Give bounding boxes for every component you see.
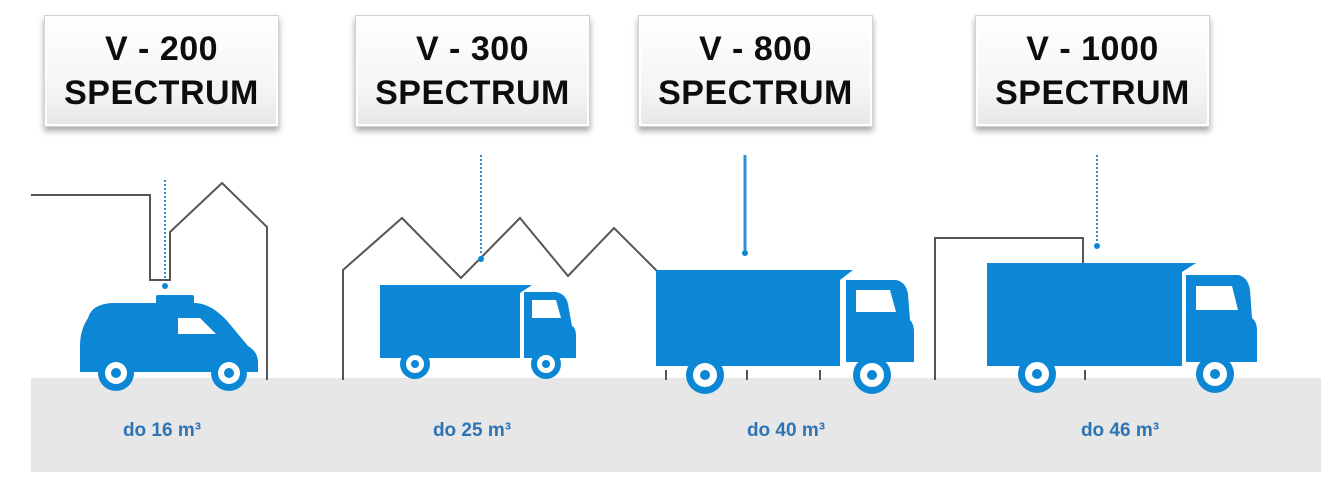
model-subtitle: SPECTRUM <box>64 74 259 112</box>
ground-strip <box>31 378 1321 472</box>
model-subtitle: SPECTRUM <box>995 74 1190 112</box>
building-outline-2 <box>342 216 663 380</box>
model-name: V - 1000 <box>1026 30 1159 68</box>
model-subtitle: SPECTRUM <box>375 74 570 112</box>
capacity-label-v800: do 40 m³ <box>746 420 826 441</box>
model-name: V - 200 <box>104 30 219 68</box>
model-label-v800: V - 800 SPECTRUM <box>638 15 873 127</box>
sensor-dots <box>162 243 1100 289</box>
model-label-v300: V - 300 SPECTRUM <box>355 15 590 127</box>
sensor-lines <box>164 155 1098 278</box>
sensor-dot-3 <box>742 250 748 256</box>
capacity-label-v300: do 25 m³ <box>432 420 512 441</box>
sensor-dot-1 <box>162 283 168 289</box>
capacity-label-v200: do 16 m³ <box>122 420 202 441</box>
building-outline-1 <box>31 181 268 380</box>
sensor-dot-4 <box>1094 243 1100 249</box>
capacity-label-v1000: do 46 m³ <box>1080 420 1160 441</box>
building-outlines <box>31 181 1086 380</box>
model-subtitle: SPECTRUM <box>658 74 853 112</box>
small-truck-icon <box>380 285 576 379</box>
model-name: V - 800 <box>698 30 813 68</box>
building-outline-3 <box>665 370 821 380</box>
van-icon <box>80 295 258 391</box>
model-name: V - 300 <box>415 30 530 68</box>
medium-truck-icon <box>656 270 914 394</box>
large-truck-icon <box>987 263 1257 393</box>
model-label-v1000: V - 1000 SPECTRUM <box>975 15 1210 127</box>
model-label-v200: V - 200 SPECTRUM <box>44 15 279 127</box>
building-outline-4 <box>934 237 1086 380</box>
sensor-dot-2 <box>478 256 484 262</box>
